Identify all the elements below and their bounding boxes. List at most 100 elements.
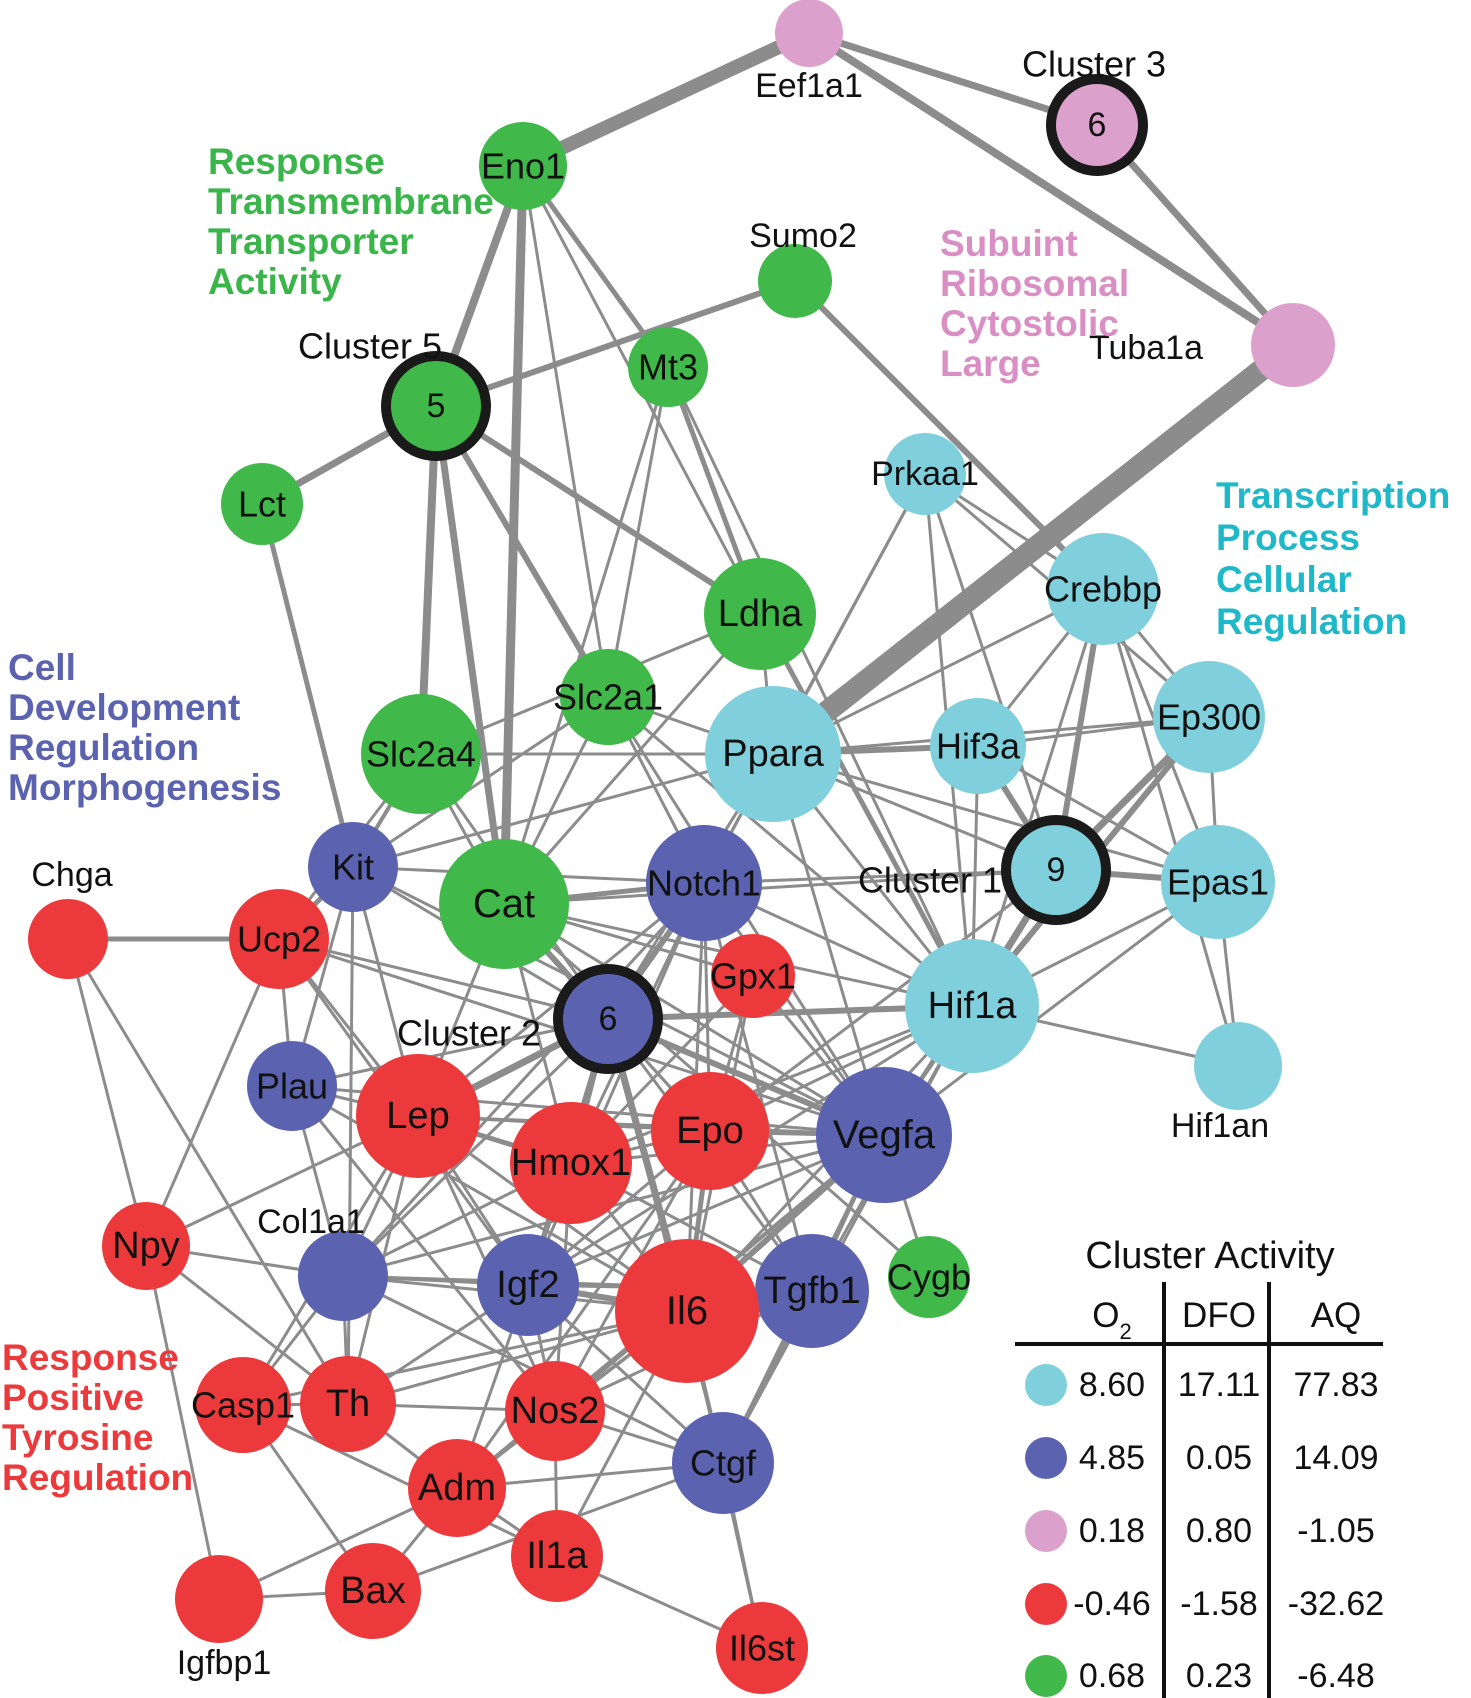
node-label-lct: Lct bbox=[238, 484, 286, 525]
legend-value: 14.09 bbox=[1293, 1439, 1378, 1477]
node-label-cluster3: 6 bbox=[1088, 106, 1107, 144]
legend-value: 8.60 bbox=[1079, 1366, 1145, 1404]
node-lep bbox=[356, 1054, 480, 1178]
edge-cluster5-slc2a1 bbox=[433, 403, 611, 700]
node-ep300 bbox=[1153, 661, 1265, 773]
node-label-crebbp: Crebbp bbox=[1044, 569, 1162, 610]
node-plau bbox=[247, 1041, 337, 1131]
node-sumo2 bbox=[758, 244, 832, 318]
legend-swatch-pink bbox=[1025, 1510, 1067, 1552]
node-cluster3 bbox=[1046, 74, 1148, 176]
edge-cluster5-cat bbox=[432, 402, 508, 908]
node-label-th: Th bbox=[326, 1383, 370, 1425]
group-label-blue-line-3: Morphogenesis bbox=[8, 767, 281, 808]
node-label-prkaa1: Prkaa1 bbox=[871, 455, 979, 493]
node-label-hif1a: Hif1a bbox=[928, 985, 1018, 1027]
cluster-label-cluster1: Cluster 1 bbox=[858, 860, 1002, 901]
legend-value: 77.83 bbox=[1293, 1366, 1378, 1404]
legend-swatch-green bbox=[1025, 1655, 1067, 1697]
node-label-plau: Plau bbox=[256, 1066, 328, 1107]
node-ctgf bbox=[672, 1412, 774, 1514]
edge-chga-th bbox=[66, 937, 350, 1406]
group-label-red-line-3: Regulation bbox=[2, 1457, 193, 1498]
group-label-pink-line-3: Large bbox=[940, 343, 1041, 384]
node-il6 bbox=[615, 1239, 759, 1383]
legend-header-dfo: DFO bbox=[1182, 1296, 1256, 1335]
node-label-bax: Bax bbox=[340, 1570, 405, 1612]
node-label-eno1: Eno1 bbox=[481, 146, 565, 187]
node-gpx1 bbox=[711, 934, 795, 1018]
node-prkaa1 bbox=[884, 433, 966, 515]
group-label-cyan-line-1: Process bbox=[1216, 517, 1360, 558]
node-ppara bbox=[705, 686, 841, 822]
cluster-label-cluster2: Cluster 2 bbox=[397, 1013, 541, 1054]
node-cluster1 bbox=[1001, 815, 1111, 925]
node-il1a bbox=[511, 1510, 603, 1602]
edge-ucp2-npy bbox=[144, 937, 281, 1248]
edge-lct-kit bbox=[259, 501, 356, 870]
edge-hif1a-ctgf bbox=[721, 1004, 974, 1465]
node-label-cluster5: 5 bbox=[427, 387, 446, 425]
node-label-gpx1: Gpx1 bbox=[710, 956, 796, 997]
node-label-cluster2: 6 bbox=[599, 1000, 618, 1038]
node-eef1a1 bbox=[775, 0, 843, 67]
node-label-epas1: Epas1 bbox=[1167, 862, 1269, 903]
legend-value: 0.80 bbox=[1186, 1512, 1252, 1550]
node-label-hif3a: Hif3a bbox=[936, 726, 1021, 767]
edge-eef1a1-tuba1a bbox=[805, 29, 1297, 349]
node-label-mt3: Mt3 bbox=[638, 347, 698, 388]
node-cluster2 bbox=[553, 964, 663, 1074]
node-label-il6: Il6 bbox=[666, 1289, 708, 1333]
node-label-cluster1: 9 bbox=[1047, 851, 1066, 889]
node-npy bbox=[102, 1202, 190, 1290]
edge-ppara-epas1 bbox=[771, 752, 1220, 884]
node-label-ctgf: Ctgf bbox=[690, 1443, 757, 1484]
node-label-igf2: Igf2 bbox=[496, 1264, 559, 1306]
edge-casp1-il1a bbox=[241, 1403, 559, 1558]
edge-cluster5-ldha bbox=[433, 403, 763, 617]
node-label-sumo2: Sumo2 bbox=[749, 217, 857, 255]
group-label-red-line-0: Response bbox=[2, 1337, 179, 1378]
cluster-label-cluster3: Cluster 3 bbox=[1022, 44, 1166, 85]
edge-slc2a1-kit bbox=[351, 695, 610, 869]
edge-plau-nos2 bbox=[290, 1084, 557, 1413]
node-slc2a4 bbox=[361, 694, 481, 814]
node-notch1 bbox=[646, 825, 762, 941]
legend-value: 0.68 bbox=[1079, 1657, 1145, 1695]
node-nos2 bbox=[505, 1361, 605, 1461]
node-crebbp bbox=[1047, 533, 1159, 645]
node-label-hmox1: Hmox1 bbox=[511, 1142, 631, 1184]
edge-ppara-kit bbox=[351, 752, 775, 869]
node-col1a1 bbox=[298, 1231, 388, 1321]
node-label-col1a1: Col1a1 bbox=[257, 1203, 365, 1241]
node-hif1an bbox=[1194, 1022, 1282, 1110]
edge-slc2a1-hif1a bbox=[606, 695, 974, 1008]
node-igf2 bbox=[477, 1234, 579, 1336]
node-label-igfbp1: Igfbp1 bbox=[177, 1644, 272, 1682]
node-label-il1a: Il1a bbox=[526, 1535, 588, 1577]
group-label-cyan-line-3: Regulation bbox=[1216, 601, 1407, 642]
node-label-vegfa: Vegfa bbox=[833, 1113, 936, 1157]
legend-swatch-cyan bbox=[1025, 1364, 1067, 1406]
node-kit bbox=[308, 822, 398, 912]
group-label-blue-line-2: Regulation bbox=[8, 727, 199, 768]
node-lct bbox=[221, 463, 303, 545]
node-label-ppara: Ppara bbox=[722, 733, 824, 775]
node-layer bbox=[28, 0, 1335, 1694]
edge-chga-npy bbox=[66, 937, 148, 1248]
legend-value: 17.11 bbox=[1178, 1366, 1261, 1404]
edge-eno1-eef1a1 bbox=[516, 26, 816, 173]
node-ldha bbox=[704, 558, 816, 670]
group-label-green-line-1: Transmembrane bbox=[208, 181, 494, 222]
edge-sumo2-cluster5 bbox=[433, 278, 798, 409]
edge-mt3-hif1a bbox=[666, 365, 974, 1008]
node-cat bbox=[439, 839, 569, 969]
node-label-il6st: Il6st bbox=[729, 1628, 795, 1669]
group-label-red-line-2: Tyrosine bbox=[2, 1417, 153, 1458]
edge-crebbp-hif1a bbox=[970, 587, 1105, 1008]
node-label-cat: Cat bbox=[473, 882, 535, 926]
edge-tuba1a-ppara bbox=[762, 334, 1304, 765]
node-epo bbox=[651, 1072, 769, 1190]
